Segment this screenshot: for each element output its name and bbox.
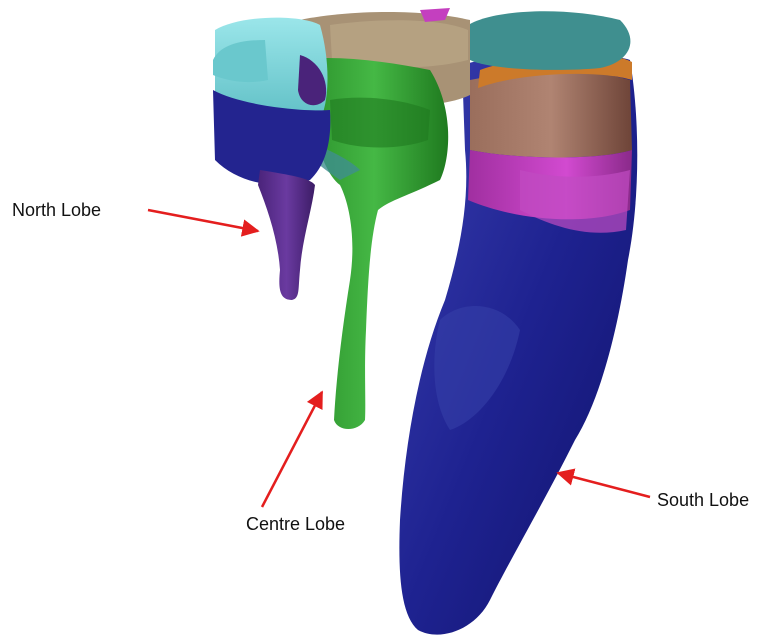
south-lobe-label: South Lobe [657,491,749,509]
north-lobe-shape [213,18,330,300]
centre-lobe-arrow [262,392,322,507]
centre-lobe-label: Centre Lobe [246,515,345,533]
north-lobe-label: North Lobe [12,201,101,219]
south-lobe-arrow [558,473,650,497]
north-lobe-arrow [148,210,258,231]
